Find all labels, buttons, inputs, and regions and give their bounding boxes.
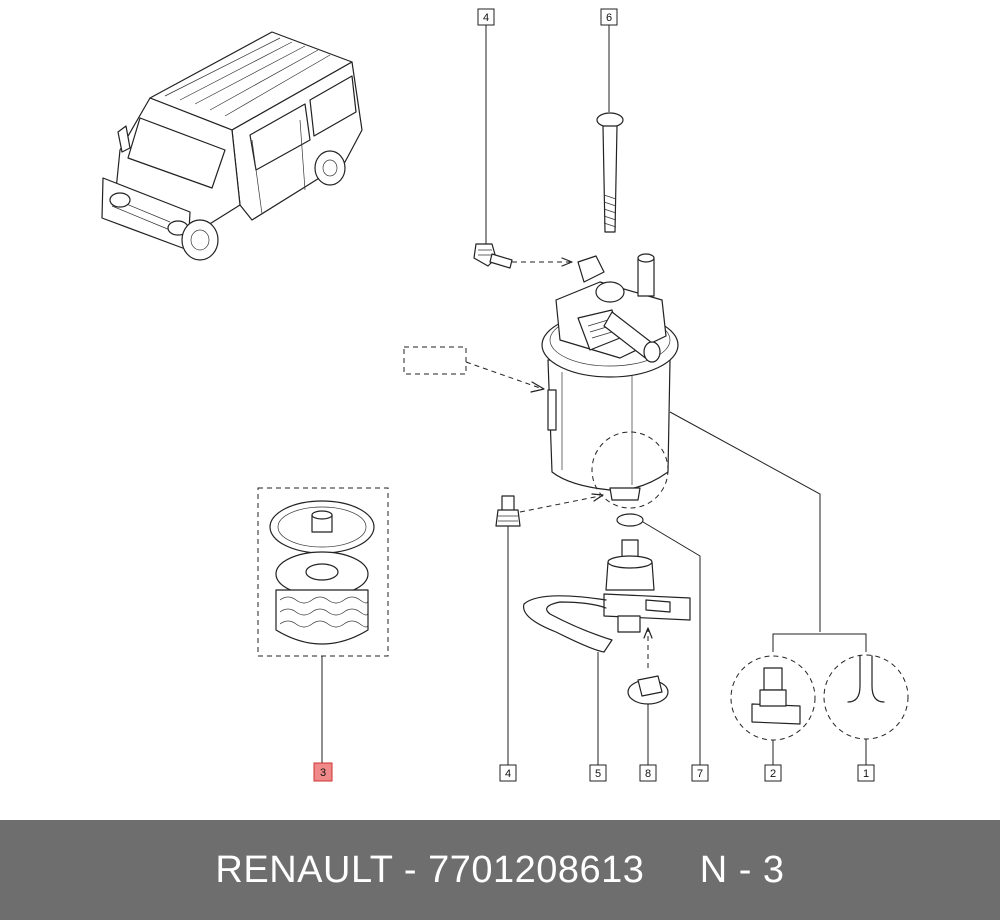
heater-sensor-assembly (523, 539, 691, 653)
footer-separator: - (392, 848, 429, 891)
leader-line-7 (642, 521, 701, 765)
clip (627, 675, 669, 705)
callout-label-2: 2 (770, 768, 776, 780)
footer-text: RENAULT - 7701208613 N - 3 (215, 849, 784, 892)
footer-brand: RENAULT (215, 848, 393, 891)
callout-box-4-bottom[interactable] (499, 764, 517, 782)
arrowhead-note (530, 381, 545, 393)
callout-box-5[interactable] (589, 764, 607, 782)
callout-label-8: 8 (645, 768, 651, 780)
footer-bar: RENAULT - 7701208613 N - 3 (0, 820, 1000, 920)
filter-element-frame (257, 487, 389, 657)
o-ring (616, 513, 644, 527)
footer-part-number: 7701208613 (428, 848, 645, 891)
footer-ref: N - 3 (699, 848, 785, 891)
callout-box-1[interactable] (857, 764, 875, 782)
dashed-arrow-4-bottom (519, 495, 601, 513)
callout-label-3: 3 (320, 767, 326, 779)
callout-box-7[interactable] (691, 764, 709, 782)
callout-box-2[interactable] (764, 764, 782, 782)
bolt (596, 112, 624, 233)
detail-circle-1 (823, 654, 909, 740)
dashed-arrow-note (465, 361, 541, 389)
detail-2-part (751, 667, 801, 725)
van-illustration (101, 31, 363, 261)
callout-label-5: 5 (595, 768, 601, 780)
vent-fitting-top (473, 243, 513, 269)
filter-element (269, 500, 375, 645)
fuel-filter-housing (541, 253, 679, 501)
callout-label-7: 7 (697, 768, 703, 780)
detail-1-part (847, 655, 885, 703)
callout-label-1: 1 (863, 768, 869, 780)
callout-box-8[interactable] (639, 764, 657, 782)
arrowhead-4-bottom (591, 493, 604, 502)
arrowhead-8 (643, 627, 653, 639)
callout-label-4-top: 4 (483, 12, 489, 24)
callout-label-4-bottom: 4 (505, 768, 511, 780)
callout-box-3[interactable] (313, 762, 333, 782)
arrowhead-4-top (561, 257, 573, 267)
vent-fitting-bottom (495, 495, 521, 527)
leader-line-split (772, 633, 867, 652)
detail-circle-housing (591, 431, 669, 509)
note-box (403, 346, 467, 375)
leader-line-housing (669, 411, 821, 632)
parts-diagram: 4 6 (101, 8, 909, 782)
callout-label-6: 6 (606, 12, 612, 24)
